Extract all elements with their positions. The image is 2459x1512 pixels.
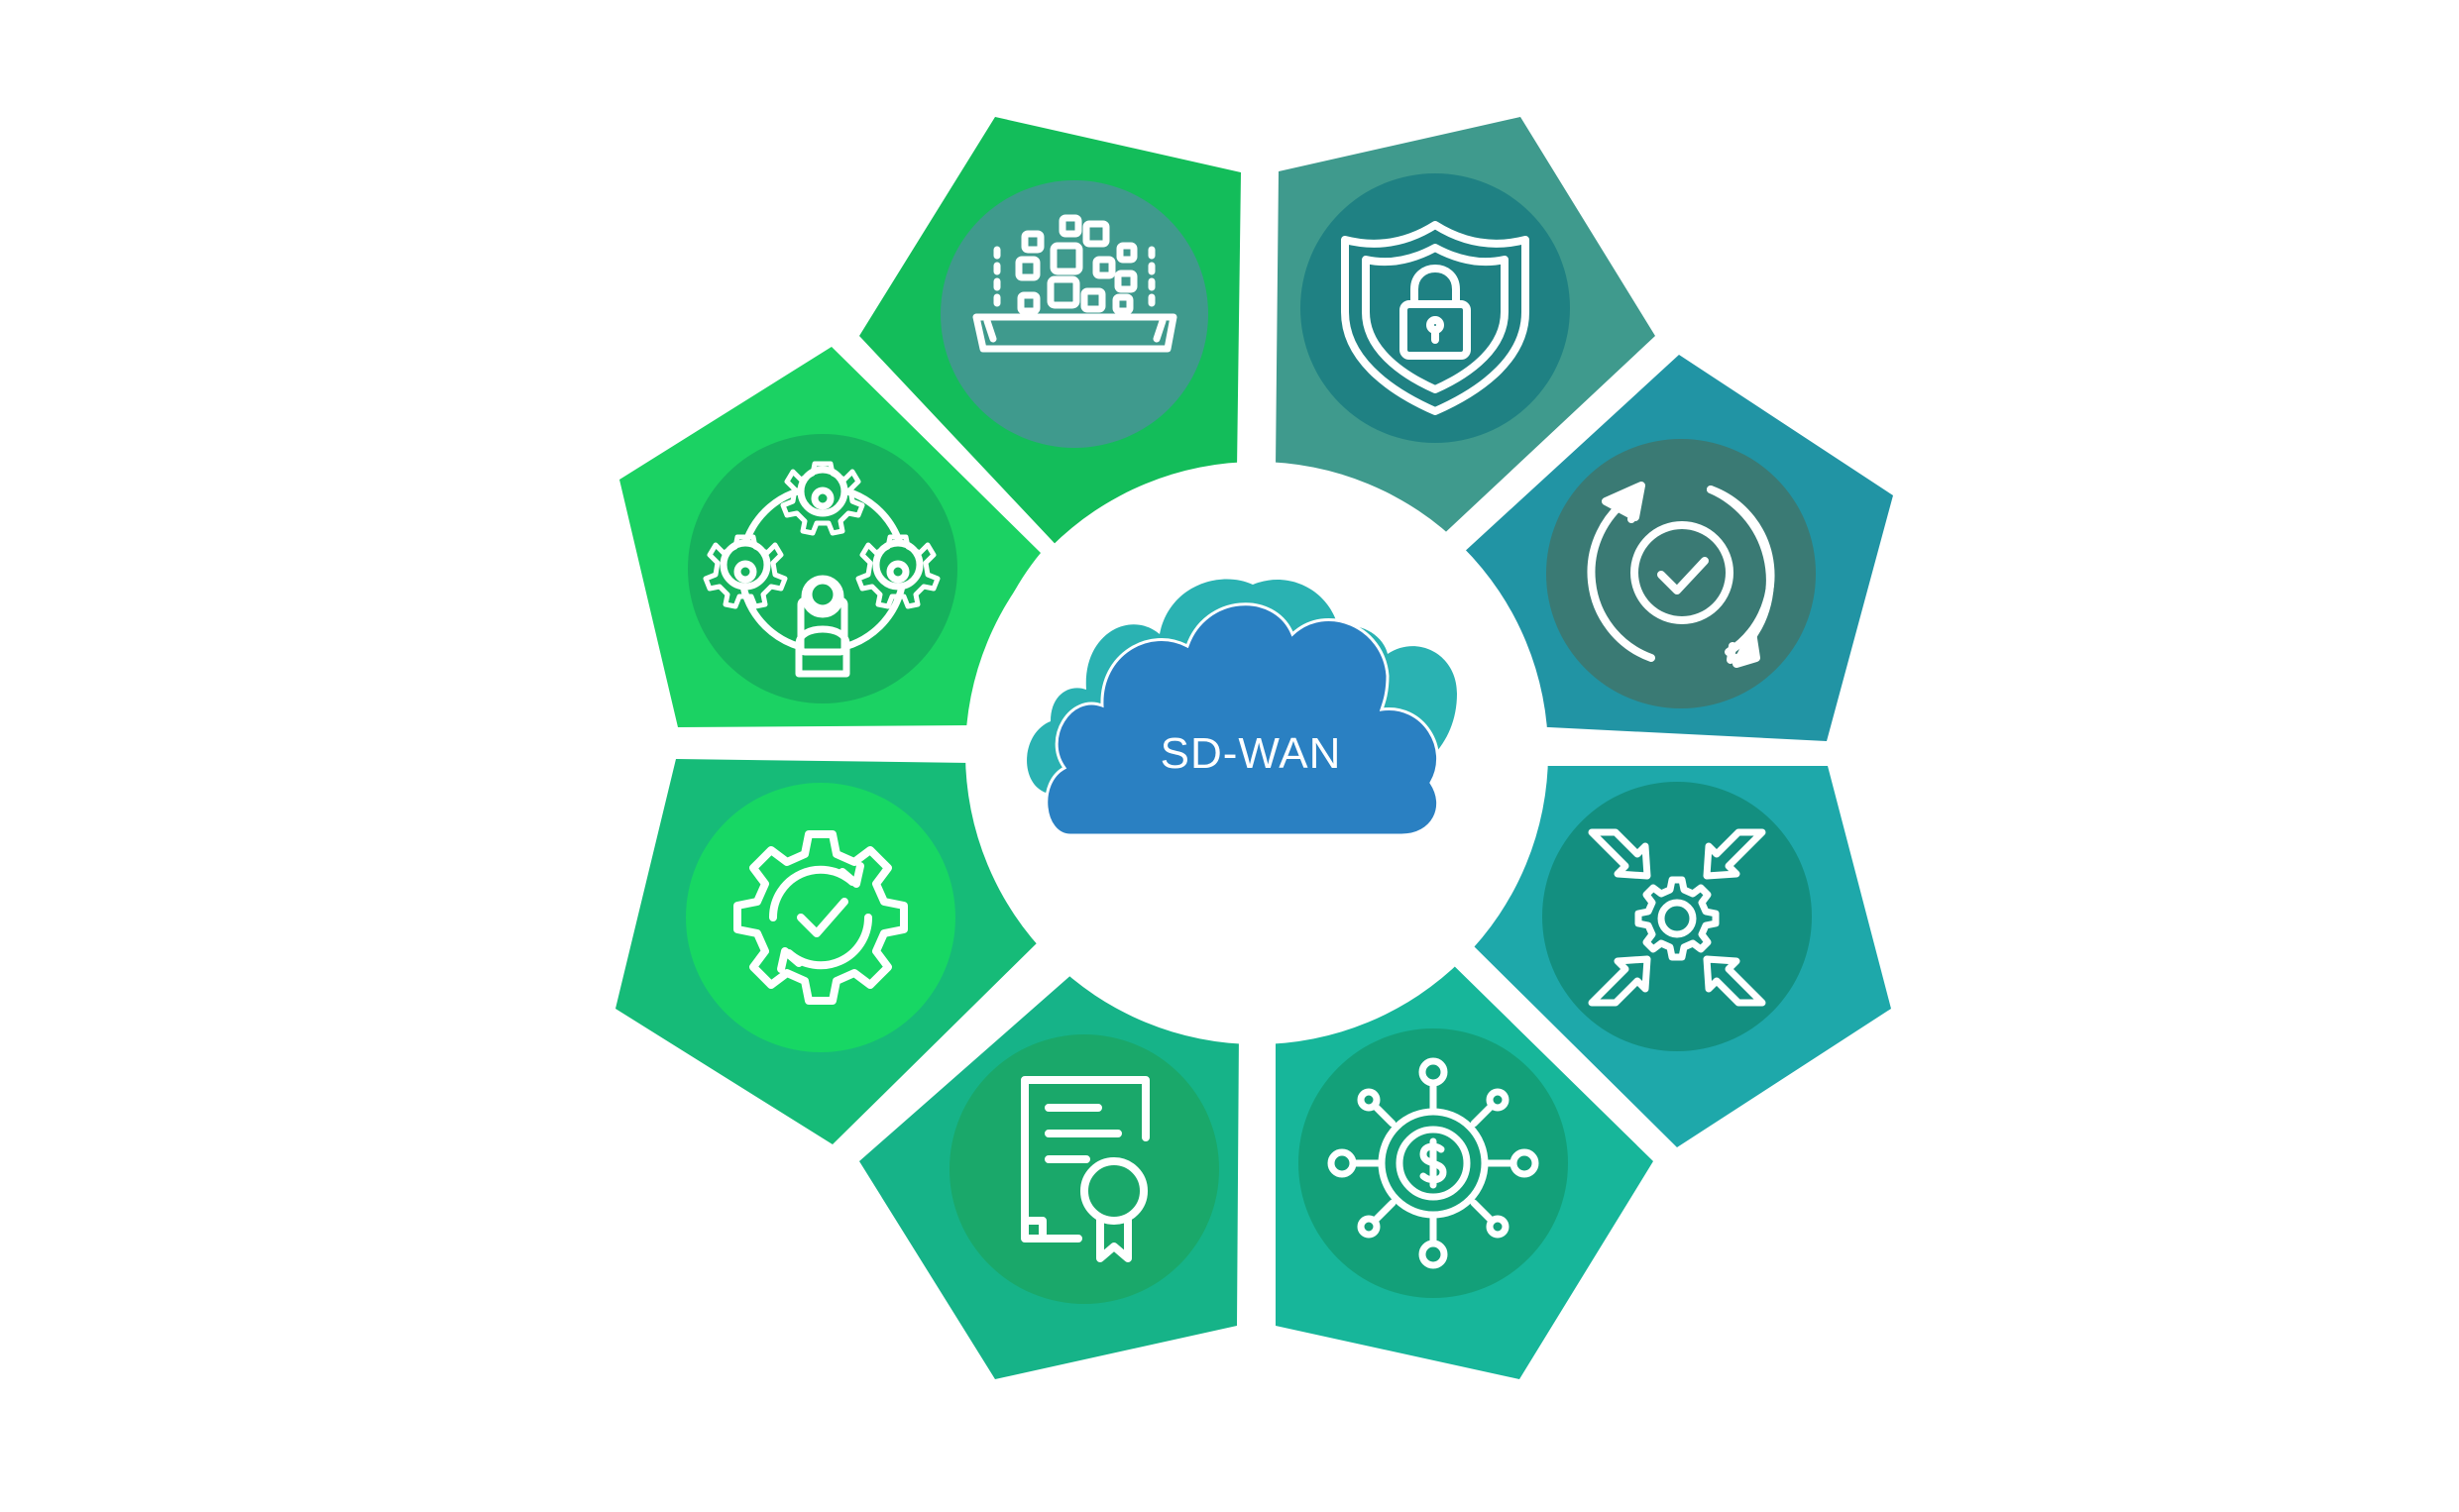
security-shield-lock-icon xyxy=(1341,221,1529,415)
segment-automation[interactable] xyxy=(615,759,1041,1144)
segment-convergence[interactable] xyxy=(1469,766,1891,1147)
segment-circle xyxy=(688,434,957,703)
segment-operations[interactable] xyxy=(619,347,1041,727)
gear-converge-arrows-icon xyxy=(1588,828,1766,1007)
segment-circle xyxy=(950,1034,1219,1304)
center-label: SD-WAN xyxy=(1161,729,1342,778)
cloud-front-icon xyxy=(1045,602,1440,837)
segment-circle xyxy=(1546,439,1816,708)
segment-cost[interactable] xyxy=(1276,953,1653,1379)
certificate-icon xyxy=(1021,1076,1150,1262)
cost-network-icon xyxy=(1327,1057,1539,1269)
segment-certificate[interactable] xyxy=(859,959,1239,1379)
gear-cycle-check-icon xyxy=(733,830,908,1005)
segment-sync[interactable] xyxy=(1461,355,1893,741)
data-blocks-platform-icon xyxy=(972,214,1177,353)
segment-ring xyxy=(615,117,1893,1379)
segment-circle xyxy=(686,783,955,1052)
segment-circle xyxy=(1542,782,1812,1051)
segment-data-blocks[interactable] xyxy=(859,117,1241,555)
cloud-group: SD-WAN xyxy=(1027,579,1457,837)
sync-check-icon xyxy=(1587,482,1775,668)
user-gears-network-icon xyxy=(703,461,941,678)
segment-security[interactable] xyxy=(1276,117,1655,541)
